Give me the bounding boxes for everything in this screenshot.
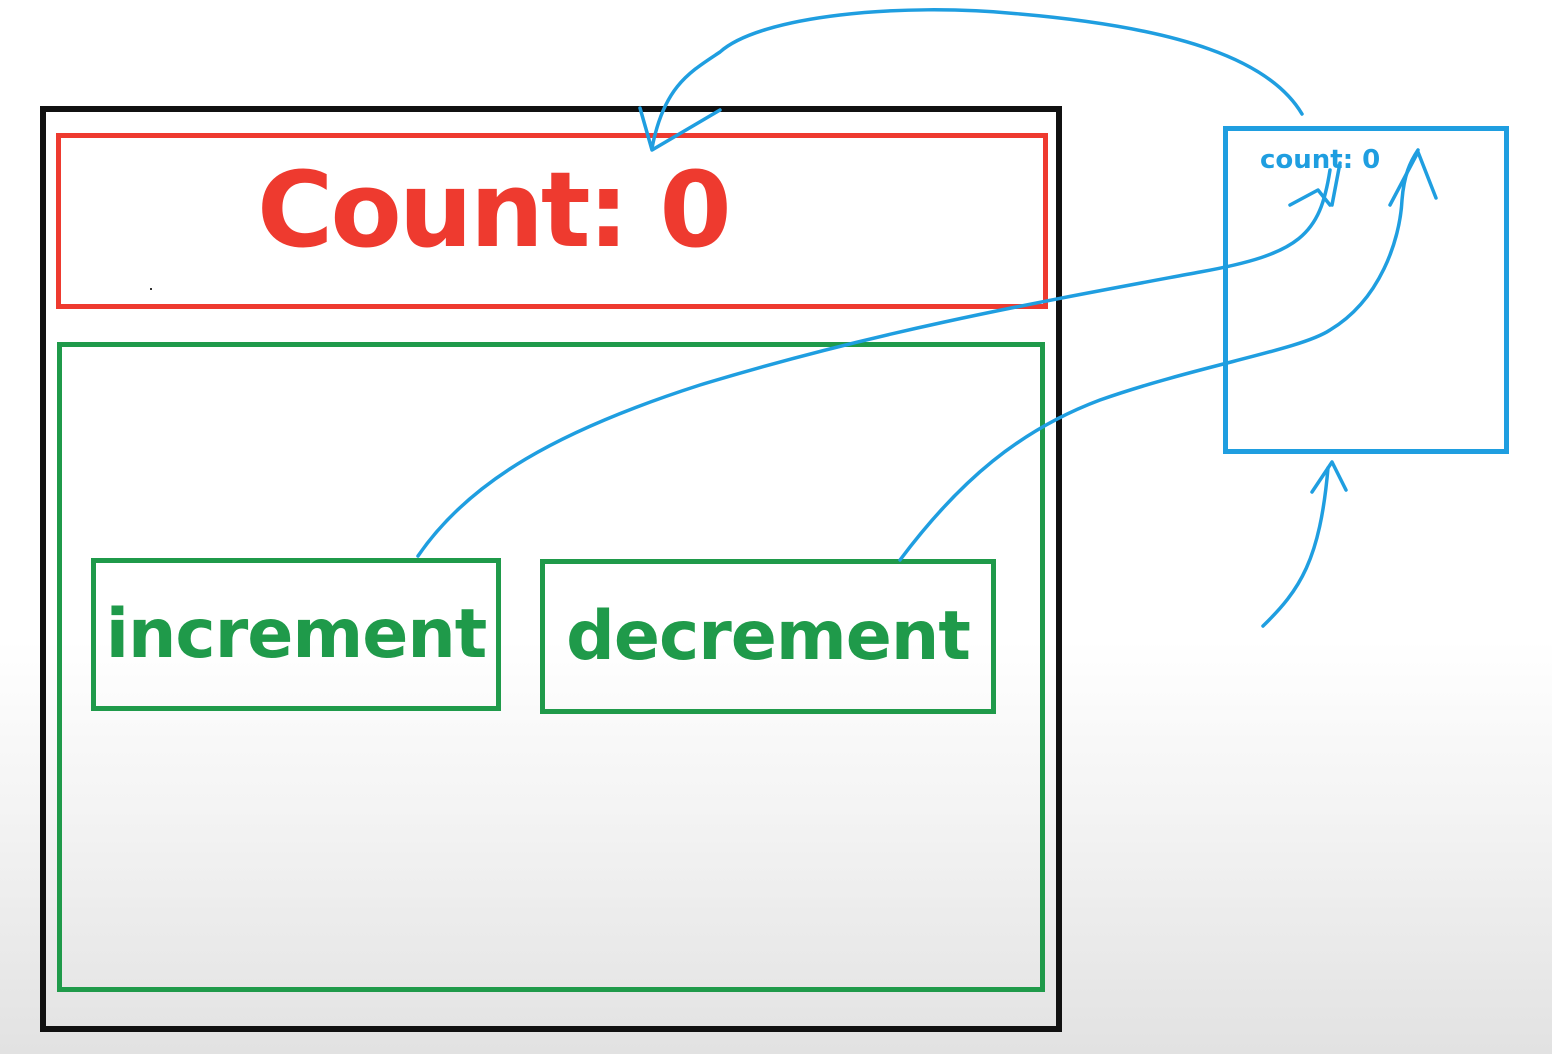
- incoming-action-arrow: [1261, 466, 1330, 628]
- count-display-text: Count: 0: [257, 149, 732, 271]
- store-state-text: count: 0: [1260, 145, 1381, 175]
- incoming-action-arrowhead: [1310, 460, 1348, 494]
- count-display-box: Count: 0: [56, 133, 1048, 309]
- state-store-box: count: 0: [1223, 126, 1509, 454]
- increment-button[interactable]: increment: [91, 558, 501, 711]
- stray-dot: [150, 288, 152, 290]
- component-frame: [40, 106, 1062, 1032]
- decrement-button[interactable]: decrement: [540, 559, 996, 714]
